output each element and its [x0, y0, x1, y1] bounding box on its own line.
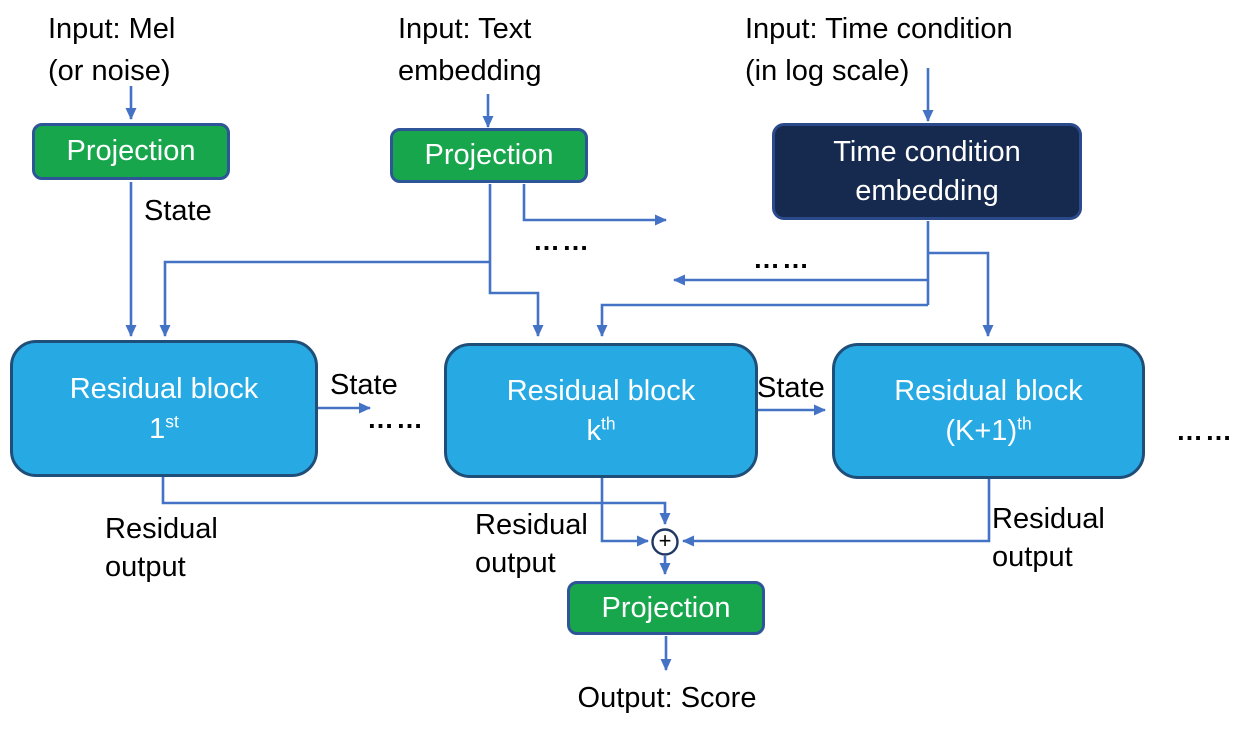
plus-sum-icon: + — [658, 528, 672, 553]
residual-output-label-k1: Residual output — [992, 503, 1105, 573]
ellipsis-more-blocks: …… — [1176, 416, 1234, 446]
state-label-after-projection: State — [144, 195, 212, 227]
node-projection-text: Projection — [390, 128, 588, 183]
ellipsis-state-1: …… — [367, 404, 425, 434]
edge-projection-text-elided-branch — [522, 184, 667, 226]
edge-time-embedding-to-blockk — [596, 303, 928, 337]
input-label-time: Input: Time condition (in log scale) — [745, 13, 1013, 87]
node-projection-mel: Projection — [32, 123, 230, 180]
node-projection-output: Projection — [567, 581, 765, 635]
sum-circle-icon — [651, 528, 679, 556]
state-label-after-block-k: State — [757, 372, 825, 404]
edge-time-embedding-to-blockk1 — [928, 251, 994, 337]
residual-output-label-k: Residual output — [475, 509, 588, 579]
node-residual-block-k: Residual block kth — [444, 343, 758, 478]
input-label-mel: Input: Mel (or noise) — [48, 13, 176, 87]
edge-projection-text-to-block1 — [159, 260, 490, 337]
ellipsis-text-branch: …… — [533, 226, 591, 256]
node-residual-block-1: Residual block 1st — [10, 340, 318, 477]
ellipsis-time-branch: …… — [753, 244, 811, 274]
residual-output-label-1: Residual output — [105, 513, 218, 583]
edge-projection-text-to-blockk — [488, 184, 544, 337]
state-label-after-block-1: State — [330, 369, 398, 401]
node-time-condition-embedding: Time condition embedding — [772, 123, 1082, 220]
edge-blockk1-residual-to-sum — [682, 479, 991, 547]
node-residual-block-k-plus-1: Residual block (K+1)th — [832, 343, 1145, 479]
edge-blockk-residual-to-sum — [600, 478, 649, 547]
output-score-label: Output: Score — [577, 682, 757, 714]
input-label-text: Input: Text embedding — [398, 13, 542, 87]
edge-block1-residual-to-sum — [161, 477, 671, 525]
